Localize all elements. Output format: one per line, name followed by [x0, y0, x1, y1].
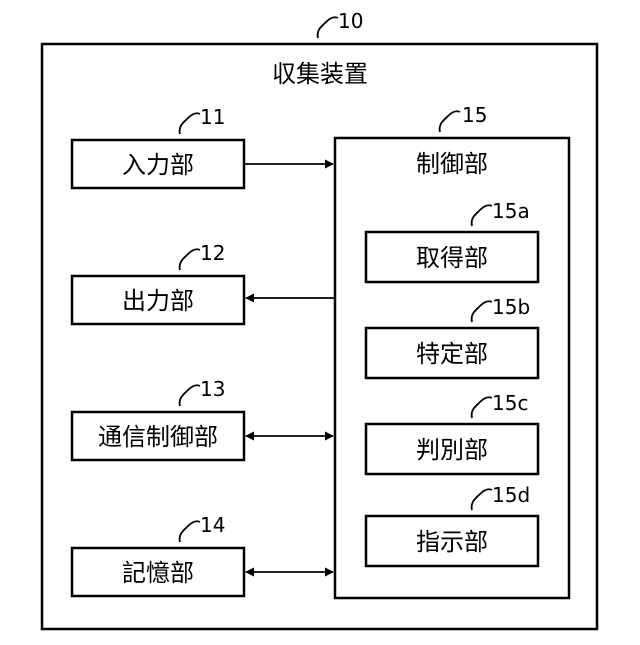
judge-subunit-label: 判別部: [416, 436, 488, 464]
acquire-subunit-label: 取得部: [416, 244, 488, 272]
input-unit-label: 入力部: [122, 151, 194, 179]
control-unit-ref: 15: [462, 103, 487, 127]
instruct-subunit-label: 指示部: [416, 528, 488, 556]
instruct-subunit-ref: 15d: [492, 483, 530, 507]
acquire-subunit-ref: 15a: [492, 199, 530, 223]
identify-subunit-label: 特定部: [416, 340, 488, 368]
comm-unit-ref: 13: [200, 377, 225, 401]
device-label: 収集装置: [272, 60, 368, 88]
output-unit-ref: 12: [200, 241, 225, 265]
device-ref: 10: [338, 9, 363, 33]
storage-unit-label: 記憶部: [122, 559, 194, 587]
device-ref-leader: [318, 17, 338, 38]
storage-unit-ref: 14: [200, 513, 225, 537]
identify-subunit-ref: 15b: [492, 295, 530, 319]
input-unit-ref: 11: [200, 105, 225, 129]
judge-subunit-ref: 15c: [492, 391, 528, 415]
comm-unit-label: 通信制御部: [98, 423, 218, 451]
output-unit-label: 出力部: [122, 287, 194, 315]
control-unit-label: 制御部: [416, 150, 488, 178]
